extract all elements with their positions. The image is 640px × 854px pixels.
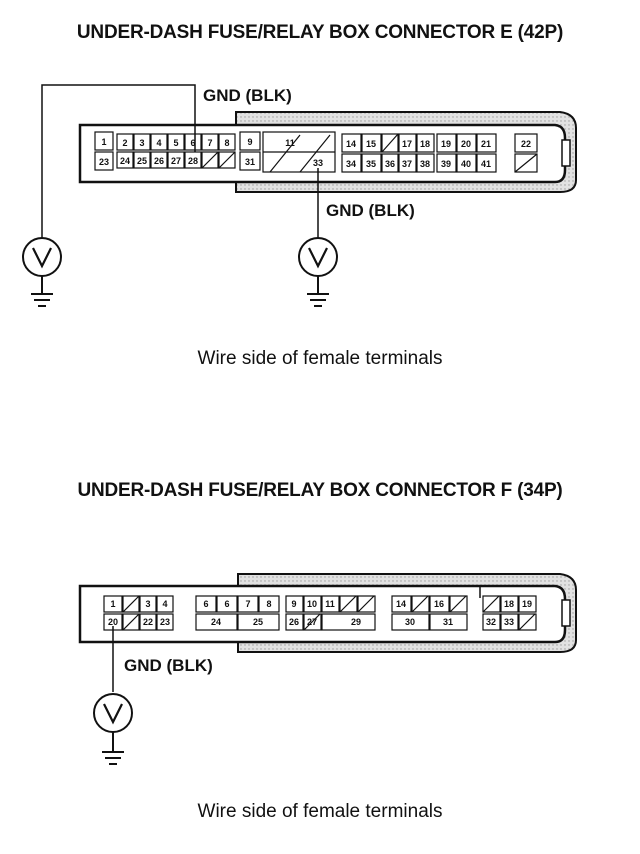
term-f-31: 31: [443, 617, 453, 627]
connector-e-cavity-group-2: [262, 131, 336, 173]
term-e-1: 1: [101, 137, 106, 147]
connector-e-terminal-numbers: 1 2 3 4 5 6 7 8 9 11 14 15 17 18 19 20 2…: [99, 137, 531, 169]
term-e-37: 37: [402, 159, 412, 169]
connector-e-gnd-label-upper: GND (BLK): [203, 86, 292, 105]
term-f-9: 9: [291, 599, 296, 609]
term-f-20: 20: [108, 617, 118, 627]
term-e-25: 25: [137, 156, 147, 166]
connector-e-wiring: [41, 84, 319, 238]
term-e-9: 9: [247, 137, 252, 147]
term-e-15: 15: [366, 139, 376, 149]
connector-f-cavity-group-1: [103, 595, 174, 631]
term-e-2: 2: [122, 138, 127, 148]
term-e-20: 20: [461, 139, 471, 149]
term-f-6b: 6: [224, 599, 229, 609]
connector-f-cavity-group-2: [195, 595, 280, 631]
term-e-31: 31: [245, 157, 255, 167]
connector-f-cavity-group-3: [285, 595, 376, 631]
term-f-8: 8: [266, 599, 271, 609]
term-e-40: 40: [461, 159, 471, 169]
term-e-27: 27: [171, 156, 181, 166]
connector-f-lock-tab: [561, 599, 571, 627]
connector-f-cavity-group-5: [482, 595, 537, 631]
term-e-6: 6: [190, 138, 195, 148]
term-f-18: 18: [504, 599, 514, 609]
term-f-11: 11: [325, 599, 335, 609]
term-f-32: 32: [486, 617, 496, 627]
term-e-36: 36: [385, 159, 395, 169]
tester-e-right: [298, 237, 338, 307]
term-e-21: 21: [481, 139, 491, 149]
term-f-19: 19: [522, 599, 532, 609]
term-f-16: 16: [434, 599, 444, 609]
term-f-7: 7: [245, 599, 250, 609]
term-f-6a: 6: [203, 599, 208, 609]
connector-f-title: UNDER-DASH FUSE/RELAY BOX CONNECTOR F (3…: [77, 480, 563, 501]
term-e-11: 11: [285, 138, 295, 148]
term-e-14: 14: [346, 139, 356, 149]
term-e-34: 34: [346, 159, 356, 169]
connector-e-caption: Wire side of female terminals: [197, 348, 443, 369]
term-f-23: 23: [160, 617, 170, 627]
term-e-19: 19: [441, 139, 451, 149]
term-f-10: 10: [307, 599, 317, 609]
connector-f-gnd-label: GND (BLK): [124, 656, 213, 675]
term-e-4: 4: [156, 138, 161, 148]
connector-f-cavity-group-4: [391, 595, 468, 631]
connector-e-title: UNDER-DASH FUSE/RELAY BOX CONNECTOR E (4…: [76, 22, 564, 43]
term-f-29: 29: [351, 617, 361, 627]
term-e-3: 3: [139, 138, 144, 148]
term-e-26: 26: [154, 156, 164, 166]
term-e-22: 22: [521, 139, 531, 149]
connector-e: [22, 84, 577, 307]
connector-e-gnd-label-lower: GND (BLK): [326, 201, 415, 220]
term-e-35: 35: [366, 159, 376, 169]
term-f-24: 24: [211, 617, 221, 627]
connector-f-terminal-numbers: 1 3 4 6 6 7 8 9 10 11 14 16 18 19 20 22 …: [108, 599, 532, 627]
tester-f: [93, 693, 133, 765]
term-e-8: 8: [224, 138, 229, 148]
term-f-30: 30: [405, 617, 415, 627]
term-e-24: 24: [120, 156, 130, 166]
term-e-18: 18: [420, 139, 430, 149]
term-f-26: 26: [289, 617, 299, 627]
connector-f: [78, 573, 577, 765]
term-f-33: 33: [504, 617, 514, 627]
term-e-38: 38: [420, 159, 430, 169]
connector-e-cavity-group-3: [341, 133, 538, 173]
term-e-41: 41: [481, 159, 491, 169]
term-f-3: 3: [145, 599, 150, 609]
term-e-5: 5: [173, 138, 178, 148]
term-e-28: 28: [188, 156, 198, 166]
connector-e-lock-tab: [561, 139, 571, 167]
term-f-25: 25: [253, 617, 263, 627]
connector-e-cavity-group-1: [94, 131, 261, 171]
tester-e-left: [22, 237, 62, 307]
term-e-39: 39: [441, 159, 451, 169]
term-f-1: 1: [110, 599, 115, 609]
term-e-17: 17: [402, 139, 412, 149]
term-f-27: 27: [307, 617, 317, 627]
term-e-33: 33: [313, 158, 323, 168]
term-e-23: 23: [99, 157, 109, 167]
term-e-7: 7: [207, 138, 212, 148]
term-f-14: 14: [396, 599, 406, 609]
term-f-4: 4: [162, 599, 167, 609]
connector-f-caption: Wire side of female terminals: [197, 801, 443, 822]
term-f-22: 22: [143, 617, 153, 627]
